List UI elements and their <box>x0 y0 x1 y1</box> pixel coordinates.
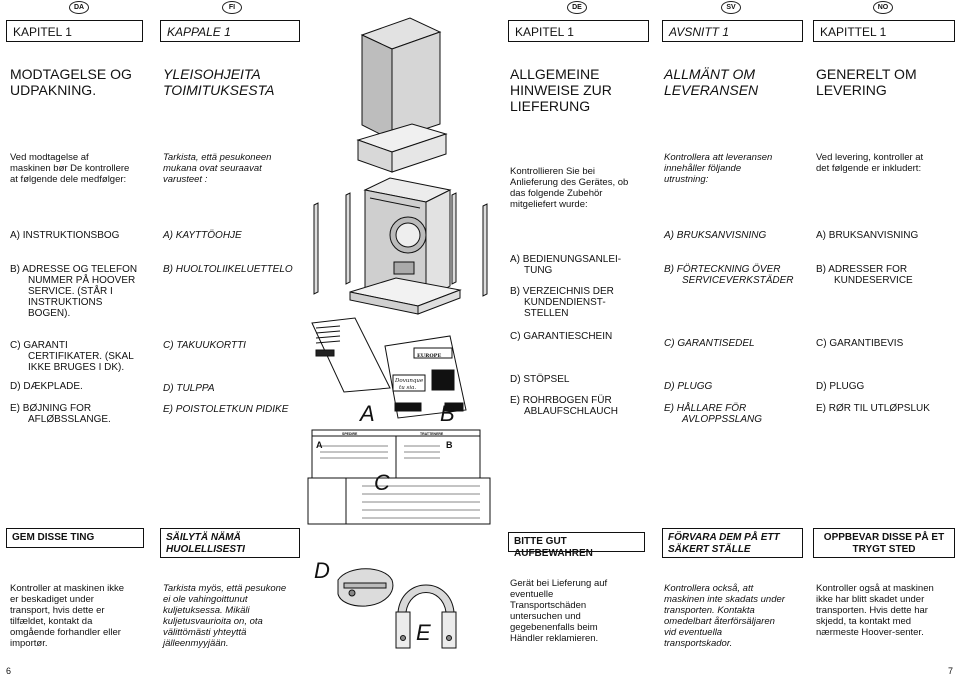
cover-plate <box>337 568 394 607</box>
letter-c: C <box>374 470 390 495</box>
corner-post <box>345 192 351 285</box>
chapter-no: KAPITTEL 1 <box>813 20 955 42</box>
item-d-da: D) DÆKPLADE. <box>10 381 83 392</box>
item-a-fi: A) KAYTTÖOHJE <box>163 230 242 241</box>
page-number-right: 7 <box>948 666 954 676</box>
hose-bend <box>395 584 457 649</box>
service-booklet <box>384 335 467 419</box>
card-b-script-line-1: Dovunque <box>394 378 424 384</box>
chapter-da: KAPITEL 1 <box>6 20 143 42</box>
flag-fi: FI <box>222 1 242 14</box>
card-b-script-line-2: tu sia. <box>399 385 416 391</box>
letter-a: A <box>358 401 375 426</box>
item-d-sv: D) PLUGG <box>664 381 713 392</box>
card-b-top-text: EUROPE <box>417 353 441 359</box>
accessories-illustration: EUROPE Dovunque tu sia. SPEDIRE TRATTENE… <box>307 17 491 649</box>
instruction-booklet <box>311 317 391 393</box>
item-d-no: D) PLUGG <box>816 381 865 392</box>
corner-post <box>451 192 457 285</box>
card-c-small-a: A <box>316 440 323 450</box>
item-b-da: B) ADRESSE OG TELEFON NUMMER PÅ HOOVER S… <box>10 264 138 319</box>
item-b-fi: B) HUOLTOLIIKELUETTELO <box>163 264 293 275</box>
item-a-sv: A) BRUKSANVISNING <box>664 230 767 241</box>
item-b-no: B) ADRESSER FOR KUNDESERVICE <box>816 264 913 286</box>
item-b-de: B) VERZEICHNIS DER KUNDENDIENST- STELLEN <box>510 286 614 319</box>
item-c-no: C) GARANTIBEVIS <box>816 338 904 349</box>
card-c-left-label: SPEDIRE <box>342 432 358 436</box>
card-c-right-label: TRATTENERE <box>420 432 444 436</box>
flag-de: DE <box>567 1 587 14</box>
foam-top <box>356 123 448 173</box>
item-e-da: E) BØJNING FOR AFLØBSSLANGE. <box>10 403 111 425</box>
item-a-no: A) BRUKSANVISNING <box>816 230 919 241</box>
chapter-sv: AVSNITT 1 <box>662 20 803 42</box>
item-c-da: C) GARANTI CERTIFIKATER. (SKAL IKKE BRUG… <box>10 340 134 373</box>
washing-machine <box>363 177 452 301</box>
letter-b: B <box>440 401 455 426</box>
item-e-sv: E) HÅLLARE FÖR AVLOPPSSLANG <box>664 403 763 425</box>
item-b-sv: B) FÖRTECKNING ÖVER SERVICEVERKSTÄDER <box>664 264 794 286</box>
chapter-de: KAPITEL 1 <box>508 20 649 42</box>
keep-box-da: GEM DISSE TING <box>6 528 144 548</box>
letter-d: D <box>314 558 330 583</box>
keep-box-de: BITTE GUT AUFBEWAHREN <box>508 532 645 559</box>
corner-post <box>482 203 488 297</box>
item-a-de: A) BEDIENUNGSANLEI- TUNG <box>510 254 622 276</box>
item-c-fi: C) TAKUUKORTTI <box>163 340 246 351</box>
item-d-de: D) STÖPSEL <box>510 374 570 385</box>
corner-post <box>313 202 319 295</box>
flag-no: NO <box>873 1 893 14</box>
flag-da: DA <box>69 1 89 14</box>
item-c-sv: C) GARANTISEDEL <box>664 338 755 349</box>
page-number-left: 6 <box>6 666 12 676</box>
item-d-fi: D) TULPPA <box>163 383 215 394</box>
base-pallet <box>349 277 462 315</box>
item-a-da: A) INSTRUKTIONSBOG <box>10 230 120 241</box>
flag-sv: SV <box>721 1 741 14</box>
letter-e: E <box>416 620 431 645</box>
item-e-no: E) RØR TIL UTLØPSLUK <box>816 403 930 414</box>
chapter-fi: KAPPALE 1 <box>160 20 300 42</box>
item-e-de: E) ROHRBOGEN FÜR ABLAUFSCHLAUCH <box>510 395 618 417</box>
item-c-de: C) GARANTIESCHEIN <box>510 331 613 342</box>
guarantee-card <box>307 429 491 525</box>
item-e-fi: E) POISTOLETKUN PIDIKE <box>163 404 289 415</box>
card-c-small-b: B <box>446 440 453 450</box>
packaging-cover <box>360 17 442 141</box>
